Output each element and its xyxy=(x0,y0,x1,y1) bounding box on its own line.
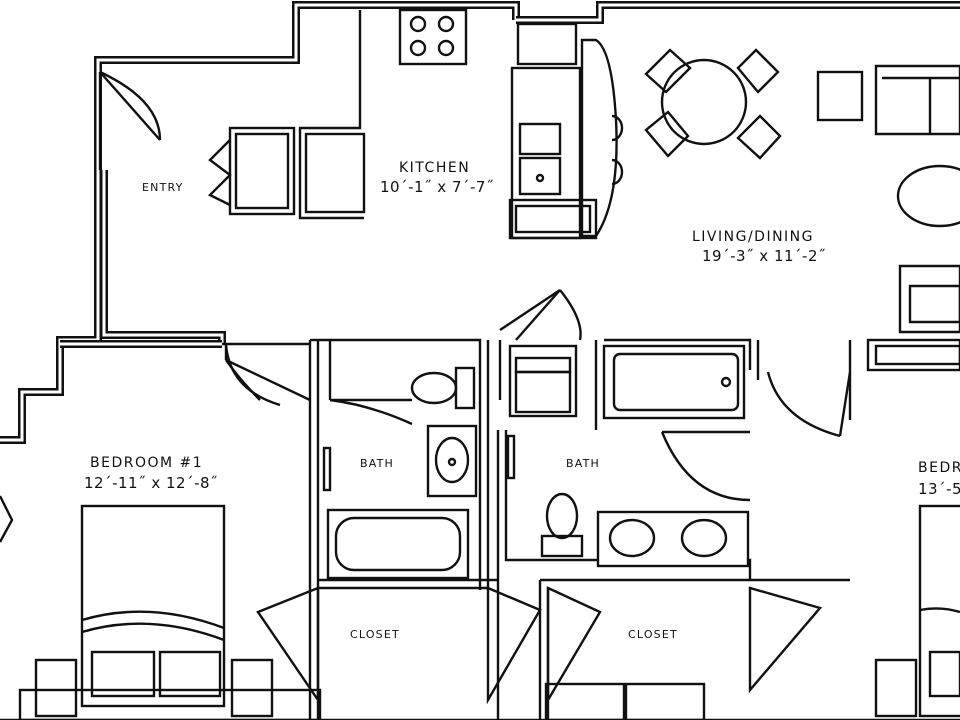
living-dining-size: 19´-3˝ x 11´-2˝ xyxy=(702,247,826,265)
closet1-label: CLOSET xyxy=(350,628,400,641)
kitchen-fixtures xyxy=(298,8,624,240)
bedroom1-bed xyxy=(34,504,274,718)
living-dining-label: LIVING/DINING xyxy=(692,229,814,245)
interior-walls xyxy=(0,338,960,720)
bottom-sills xyxy=(18,682,706,720)
exterior-walls xyxy=(0,1,960,444)
bedroom1-size: 12´-11˝ x 12´-8˝ xyxy=(84,474,218,492)
bedroom1-label: BEDROOM #1 xyxy=(90,455,203,471)
bath1-door xyxy=(329,398,413,426)
bath2-door xyxy=(660,430,751,502)
bath1-label: BATH xyxy=(360,457,394,470)
bath2-fixtures xyxy=(506,344,750,568)
bath2-label: BATH xyxy=(566,457,600,470)
kitchen-label: KITCHEN xyxy=(399,160,470,176)
closets xyxy=(256,586,823,705)
entry-label: ENTRY xyxy=(142,181,184,194)
bedroom1-door xyxy=(224,344,311,407)
closet2-label: CLOSET xyxy=(628,628,678,641)
bath1-fixtures xyxy=(322,366,478,580)
bedroom2-label: BEDR xyxy=(918,460,960,476)
room-labels: ENTRY KITCHEN 10´-1˝ x 7´-7˝ LIVING/DINI… xyxy=(84,160,960,641)
entry-door xyxy=(98,70,162,170)
bedroom2-bed xyxy=(874,504,960,718)
kitchen-size: 10´-1˝ x 7´-7˝ xyxy=(380,178,494,196)
left-door-fragment xyxy=(0,495,14,543)
bedroom2-door xyxy=(766,371,852,438)
hall-door xyxy=(499,289,582,341)
living-dining-furniture xyxy=(644,48,960,372)
bedroom2-size: 13´-5 xyxy=(918,480,960,498)
entry-closet xyxy=(207,126,296,216)
